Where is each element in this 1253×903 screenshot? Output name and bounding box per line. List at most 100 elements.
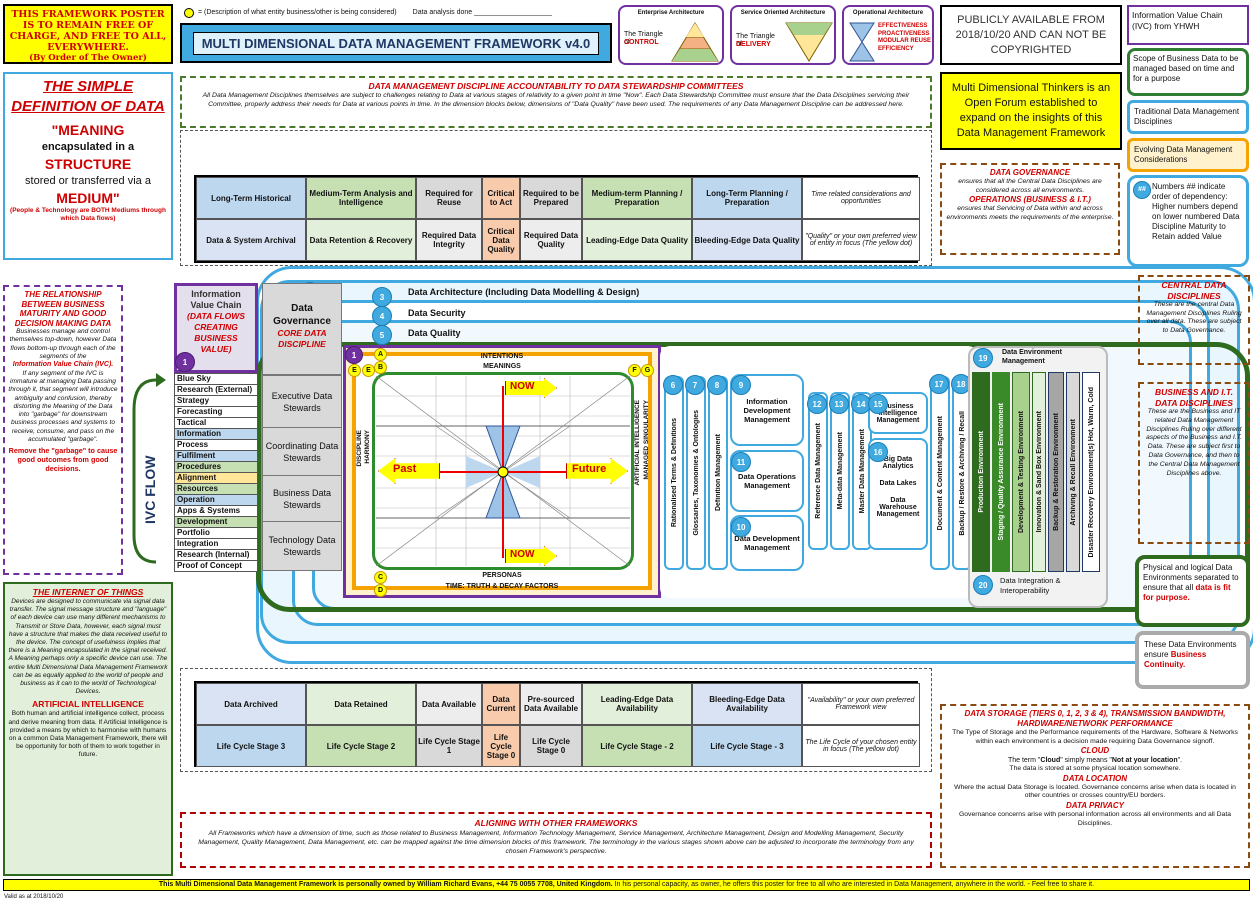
bottom-cell: Leading-Edge Data Availability: [582, 683, 692, 725]
ivc-item: Integration: [174, 539, 258, 550]
discipline-definition: Definition Management: [708, 376, 728, 570]
yellow-dot-icon: [184, 7, 194, 18]
number-badge-9: 9: [731, 375, 751, 395]
ivc-item: Procedures: [174, 462, 258, 473]
top-cell: Long-Term Historical: [196, 177, 306, 219]
marker-d: D: [374, 584, 387, 597]
bottom-cell: Data Retained: [306, 683, 416, 725]
marker-a: A: [374, 348, 387, 361]
triangle-soa: Service Oriented Architecture The Triang…: [730, 5, 836, 65]
governance-note: DATA GOVERNANCE ensures that all the Cen…: [940, 163, 1120, 255]
env-staging: Staging / Quality Assurance Environment: [992, 372, 1010, 572]
simple-def-note: (People & Technology are BOTH Mediums th…: [10, 207, 166, 222]
now-label-top: NOW: [510, 381, 535, 392]
central-body: These are the central Data Management Di…: [1146, 301, 1242, 334]
accountability-title: DATA MANAGEMENT DISCIPLINE ACCOUNTABILIT…: [368, 81, 744, 91]
ivc-box-sub: (DATA FLOWS CREATING BUSINESS VALUE): [187, 311, 245, 354]
physical-note: Physical and logical Data Environments s…: [1135, 555, 1250, 627]
discipline-reference: Reference Data Management: [808, 392, 828, 550]
env-backup: Backup & Restoration Environment: [1048, 372, 1064, 572]
business-it-title: BUSINESS AND I.T. DATA DISCIPLINES: [1155, 387, 1233, 408]
ivc-item: Portfolio: [174, 528, 258, 539]
now-label-bottom: NOW: [510, 549, 535, 560]
relationship-body2: If any segment of the IVC is immature at…: [8, 369, 118, 444]
physical-text: Physical and logical Data Environments s…: [1143, 563, 1239, 592]
marker-g: G: [641, 364, 654, 377]
gov-note-title: DATA GOVERNANCE: [989, 168, 1071, 177]
number-badge-1: 1: [175, 352, 195, 372]
page-title: MULTI DIMENSIONAL DATA MANAGEMENT FRAMEW…: [180, 23, 612, 63]
business-it-disciplines: BUSINESS AND I.T. DATA DISCIPLINES These…: [1138, 382, 1250, 544]
legend-traditional: Traditional Data Management Disciplines: [1127, 100, 1249, 134]
relationship-footer: Remove the "garbage" to cause good outco…: [8, 446, 118, 474]
privacy-body: Governance concerns arise with personal …: [958, 810, 1231, 827]
triangle-operational: Operational Architecture EFFECTIVENESS P…: [842, 5, 934, 65]
free-notice-sub: (By Order of The Owner): [29, 53, 147, 63]
simple-def-meaning: "MEANING: [51, 122, 125, 138]
accountability-box: DATA MANAGEMENT DISCIPLINE ACCOUNTABILIT…: [180, 76, 932, 128]
free-notice-text: THIS FRAMEWORK POSTER IS TO REMAIN FREE …: [9, 9, 167, 53]
ivc-item: Strategy: [174, 396, 258, 407]
ai-title: ARTIFICIAL INTELLIGENCE: [32, 699, 144, 710]
number-badge-1-core: 1: [345, 346, 363, 364]
number-badge-17: 17: [929, 374, 949, 394]
continuity-text: These Data Environments ensure: [1144, 640, 1237, 659]
number-badge-8: 8: [707, 375, 727, 395]
core-harmony: HARMONY: [364, 430, 371, 464]
bottom-cell: Life Cycle Stage - 3: [692, 725, 802, 767]
pyramid-icon: [671, 22, 719, 62]
iot-body: Devices are designed to communicate via …: [8, 598, 168, 696]
ivc-item: Information: [174, 429, 258, 440]
physical-highlight: data is fit for purpose.: [1143, 583, 1231, 602]
env-disaster: Disaster Recovery Environment(s) Hot, Wa…: [1082, 372, 1100, 572]
top-dimension-frame: [180, 130, 932, 266]
env-archiving: Archiving & Recall Environment: [1066, 372, 1080, 572]
core-time: TIME: TRUTH & DECAY FACTORS: [445, 583, 559, 590]
top-cell: Leading-Edge Data Quality: [582, 219, 692, 261]
numbers-badge-icon: ##: [1133, 181, 1151, 199]
relationship-title: THE RELATIONSHIP BETWEEN BUSINESS MATURI…: [14, 290, 112, 328]
number-badge-19: 19: [973, 348, 993, 368]
env-production: Production Environment: [972, 372, 990, 572]
env-integration: Data Integration & Interoperability: [1000, 576, 1061, 595]
storage-title: DATA STORAGE (TIERS 0, 1, 2, 3 & 4), TRA…: [964, 709, 1226, 728]
core-singularity: MANAGED SINGULARITY: [643, 400, 650, 480]
cloud-title: CLOUD: [1080, 746, 1110, 756]
number-badge-15: 15: [868, 394, 888, 414]
past-label: Past: [393, 463, 417, 475]
triangle-label: The Triangle of: [624, 31, 663, 46]
bottom-cell: "Availability" or your own preferred Fra…: [802, 683, 920, 725]
number-badge-13: 13: [829, 394, 849, 414]
bottom-cell: Life Cycle Stage 1: [416, 725, 482, 767]
footer-valid: Valid as at 2018/10/20: [4, 894, 64, 900]
core-meanings: MEANINGS: [483, 363, 521, 370]
ivc-item: Forecasting: [174, 407, 258, 418]
layer-quality: Data Quality: [408, 328, 461, 338]
ivc-box-title: Information Value Chain: [190, 289, 242, 310]
relationship-box: THE RELATIONSHIP BETWEEN BUSINESS MATURI…: [3, 285, 123, 575]
marker-f: F: [628, 364, 641, 377]
triangle-label: The Triangle of: [736, 33, 775, 48]
future-label: Future: [572, 463, 607, 475]
ivc-item: Resources: [174, 484, 258, 495]
data-lakes-label: Data Lakes: [879, 480, 917, 487]
top-cell: Data Retention & Recovery: [306, 219, 416, 261]
steward-business: Business Data Stewards: [263, 476, 341, 522]
steward-technology: Technology Data Stewards: [268, 535, 336, 557]
data-governance-box: Data Governance CORE DATA DISCIPLINE: [262, 283, 342, 375]
location-title: DATA LOCATION: [1062, 773, 1128, 783]
bottom-cell: Data Current: [482, 683, 520, 725]
legend-evolving: Evolving Data Management Considerations: [1127, 138, 1249, 172]
legend-numbers-text: Numbers ## indicate order of dependency:…: [1152, 182, 1240, 241]
warehouse-label: Data Warehouse Management: [876, 497, 920, 518]
layer-security: Data Security: [408, 308, 466, 318]
ivc-item: Operation: [174, 495, 258, 506]
core-intentions: INTENTIONS: [480, 353, 524, 360]
discipline-rationalised: Rationalised Terms & Definitions: [664, 376, 684, 570]
simple-definition: THE SIMPLE DEFINITION OF DATA "MEANING e…: [3, 72, 173, 260]
accountability-body: All Data Management Disciplines themselv…: [202, 92, 910, 108]
core-personas: PERSONAS: [482, 572, 522, 579]
top-cell: Medium-Term Analysis and Intelligence: [306, 177, 416, 219]
relationship-ivc: Information Value Chain (IVC).: [12, 361, 114, 369]
